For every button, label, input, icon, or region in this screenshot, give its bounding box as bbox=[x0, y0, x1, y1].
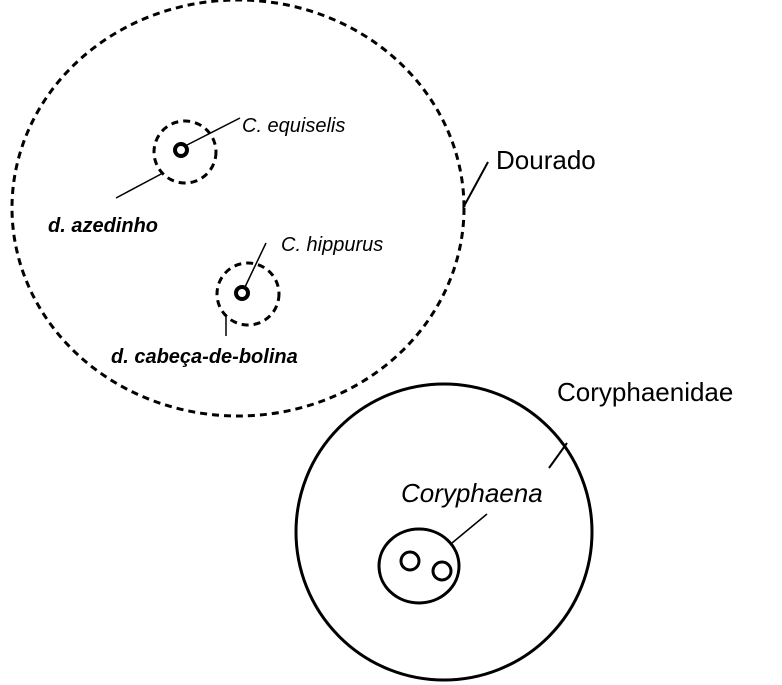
c-hippurus-leader-line bbox=[244, 242, 267, 288]
coryphaena-species-point-2 bbox=[431, 560, 453, 582]
dourado-leader-line bbox=[462, 161, 489, 209]
c-equiselis-label: C. equiselis bbox=[242, 115, 345, 137]
d-cabeca-de-bolina-label: d. cabeça-de-bolina bbox=[111, 346, 298, 368]
coryphaena-set-ellipse bbox=[377, 527, 461, 605]
coryphaenidae-leader-line bbox=[548, 442, 568, 469]
coryphaena-leader-line bbox=[451, 513, 488, 544]
c-hippurus-point bbox=[234, 285, 250, 301]
coryphaenidae-label: Coryphaenidae bbox=[557, 377, 733, 407]
coryphaena-label: Coryphaena bbox=[401, 478, 543, 508]
dourado-label: Dourado bbox=[496, 145, 596, 175]
coryphaenidae-set-circle bbox=[294, 382, 594, 682]
azedinho-leader-line bbox=[115, 172, 164, 199]
coryphaena-species-point-1 bbox=[399, 550, 421, 572]
c-hippurus-label: C. hippurus bbox=[281, 234, 383, 256]
d-azedinho-label: d. azedinho bbox=[48, 215, 158, 237]
c-equiselis-leader-line bbox=[186, 117, 241, 146]
c-equiselis-point bbox=[173, 142, 189, 158]
cabeca-de-bolina-set-circle bbox=[215, 261, 281, 327]
azedinho-set-circle bbox=[152, 119, 218, 185]
